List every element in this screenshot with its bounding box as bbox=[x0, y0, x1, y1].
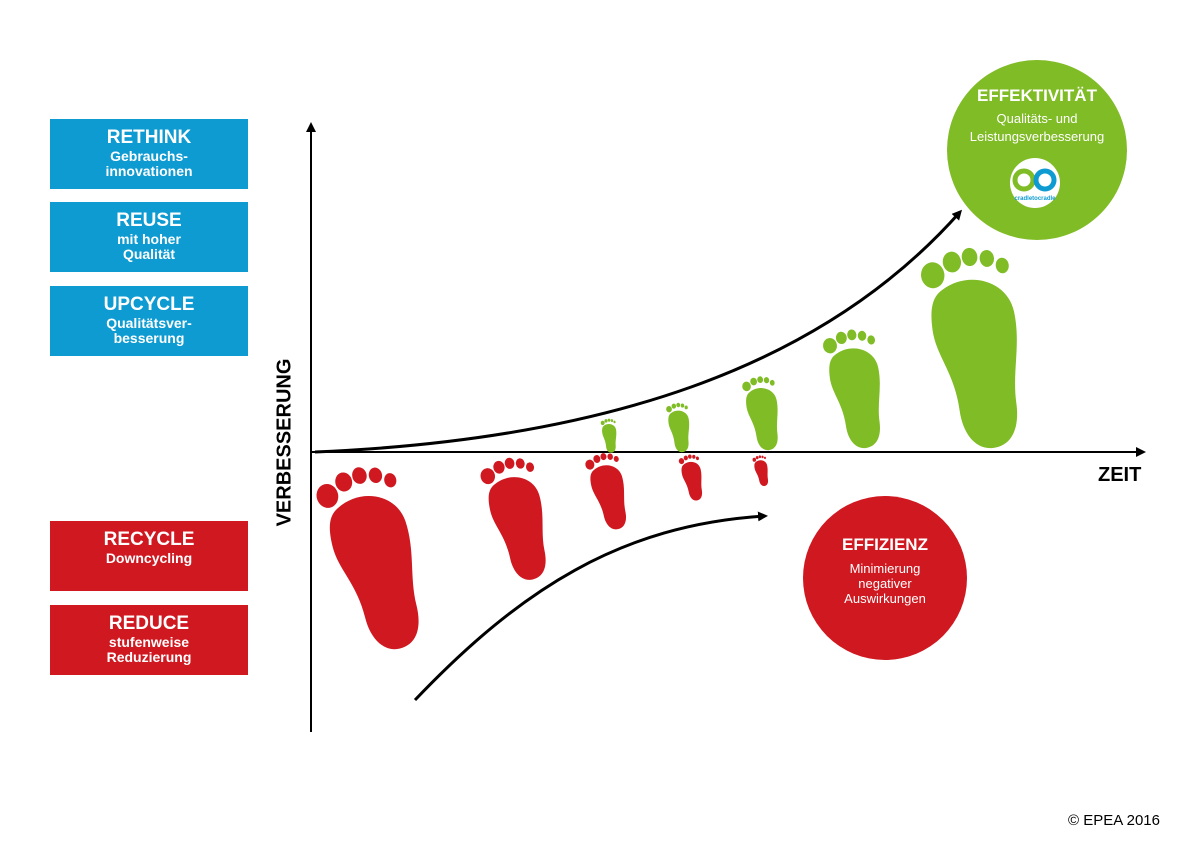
reuse-box: REUSE mit hoher Qualität bbox=[50, 202, 248, 272]
copyright-text: © EPEA 2016 bbox=[1068, 812, 1160, 829]
effizienz-title: EFFIZIENZ bbox=[842, 535, 928, 554]
effektivitaet-circle bbox=[947, 60, 1127, 240]
effizienz-subtitle: Minimierung negativer Auswirkungen bbox=[844, 561, 926, 606]
cradle-to-cradle-logo: cradletocradle bbox=[1010, 158, 1060, 208]
green-footprints bbox=[600, 242, 1034, 455]
effektivitaet-text: EFFEKTIVITÄT Qualitäts- und Leistungsver… bbox=[947, 86, 1127, 146]
effektivitaet-title: EFFEKTIVITÄT bbox=[977, 86, 1097, 105]
reduce-box: REDUCE stufenweise Reduzierung bbox=[50, 605, 248, 675]
red-footprint bbox=[477, 453, 557, 586]
red-footprint bbox=[583, 450, 634, 534]
reduce-title: REDUCE bbox=[108, 613, 190, 634]
green-footprint bbox=[665, 401, 693, 454]
rethink-title: RETHINK bbox=[106, 127, 192, 148]
upcycle-box: UPCYCLE Qualitätsver- besserung bbox=[50, 286, 248, 356]
recycle-title: RECYCLE bbox=[103, 529, 195, 550]
green-footprint bbox=[918, 242, 1034, 455]
rethink-subtitle: Gebrauchs- innovationen bbox=[105, 148, 193, 179]
upcycle-title: UPCYCLE bbox=[103, 294, 195, 315]
recycle-box: RECYCLE Downcycling bbox=[50, 521, 248, 591]
reuse-subtitle: mit hoher Qualität bbox=[117, 231, 181, 262]
reduce-subtitle: stufenweise Reduzierung bbox=[106, 634, 192, 665]
reuse-title: REUSE bbox=[116, 210, 182, 231]
effizienz-circle bbox=[803, 496, 967, 660]
red-footprint bbox=[677, 453, 707, 503]
effektivitaet-subtitle: Qualitäts- und Leistungsverbesserung bbox=[969, 111, 1105, 144]
y-axis-label: VERBESSERUNG bbox=[273, 358, 296, 527]
green-footprint bbox=[821, 326, 890, 452]
red-footprint bbox=[311, 459, 437, 660]
effizienz-text: EFFIZIENZ Minimierung negativer Auswirku… bbox=[815, 535, 955, 606]
x-axis-label: ZEIT bbox=[1098, 464, 1142, 486]
green-footprint bbox=[600, 418, 619, 454]
rethink-box: RETHINK Gebrauchs- innovationen bbox=[50, 119, 248, 189]
upcycle-subtitle: Qualitätsver- besserung bbox=[106, 315, 192, 346]
recycle-subtitle: Downcycling bbox=[105, 550, 193, 566]
green-footprint bbox=[741, 374, 784, 453]
red-footprints bbox=[311, 450, 771, 660]
effectiveness-arrow bbox=[314, 209, 962, 454]
svg-text:cradletocradle: cradletocradle bbox=[1014, 196, 1056, 202]
red-footprint bbox=[751, 454, 771, 488]
efficiency-arrow bbox=[413, 511, 768, 702]
